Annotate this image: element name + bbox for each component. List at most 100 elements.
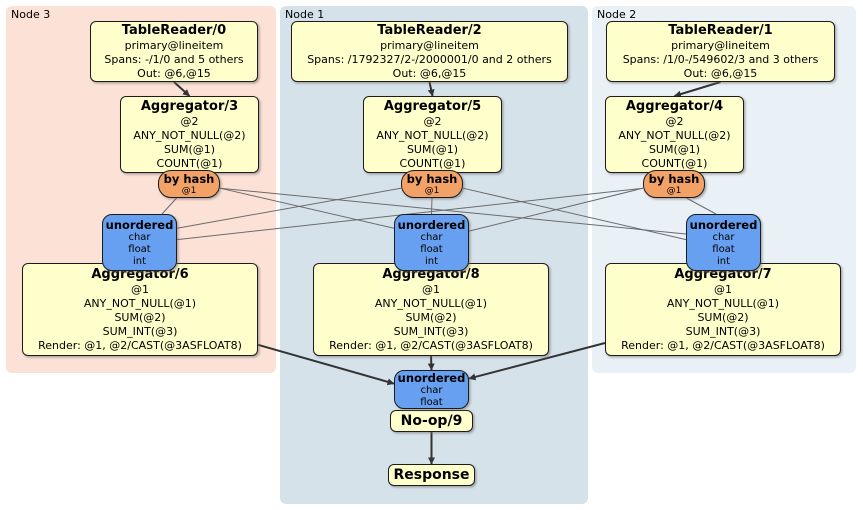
- processor-noop-9: No-op/9: [390, 410, 473, 432]
- node-line: SUM(@1): [648, 142, 701, 156]
- edge-tr2-agg5: [427, 81, 435, 97]
- node-line: @2: [180, 114, 199, 128]
- node-line: primary@lineitem: [124, 38, 224, 52]
- router-by-hash-node3: by hash @1: [158, 170, 220, 198]
- edge-byhash4-uno1: [468, 187, 644, 232]
- sync-unordered-node2: unordered char float int: [686, 214, 761, 271]
- node-line: ANY_NOT_NULL(@1): [83, 296, 197, 310]
- edge-byhash3-uno1: [219, 187, 395, 229]
- region-node3-label: Node 3: [11, 8, 51, 21]
- region-node2-label: Node 2: [597, 8, 637, 21]
- node-line: ANY_NOT_NULL(@2): [618, 128, 731, 142]
- processor-tablereader-1: TableReader/1 primary@lineitem Spans: /1…: [606, 21, 835, 82]
- node-line: Render: @1, @2/CAST(@3ASFLOAT8): [329, 338, 533, 352]
- edge-tr0-agg3: [173, 81, 191, 97]
- node-line: COUNT(@1): [641, 156, 708, 170]
- node-line: Out: @6,@15: [683, 66, 758, 80]
- node-line: Render: @1, @2/CAST(@3ASFLOAT8): [38, 338, 242, 352]
- processor-aggregator-6: Aggregator/6 @1 ANY_NOT_NULL(@1) SUM(@2)…: [22, 263, 258, 356]
- node-line: Spans: /1/0-/549602/3 and 3 others: [622, 52, 819, 66]
- node-title: Aggregator/5: [383, 98, 482, 114]
- node-line: int: [132, 255, 147, 267]
- edge-tr1-agg4: [674, 81, 721, 98]
- node-line: float: [420, 243, 443, 255]
- edge-byhash5-uno2: [462, 187, 687, 241]
- node-line: Spans: /1792327/2-/2000001/0 and 2 other…: [307, 52, 552, 66]
- edge-byhash3-uno2: [219, 187, 687, 235]
- node-title: Response: [393, 467, 470, 483]
- node-line: SUM_INT(@3): [685, 324, 761, 338]
- edge-byhash4-uno3: [176, 187, 644, 241]
- node-line: SUM_INT(@3): [102, 324, 178, 338]
- node-line: char: [712, 231, 735, 243]
- processor-aggregator-5: Aggregator/5 @2 ANY_NOT_NULL(@2) SUM(@1)…: [363, 96, 502, 173]
- edge-agg7-unoF: [468, 342, 606, 381]
- router-by-hash-node2: by hash @1: [643, 170, 705, 198]
- node-title: TableReader/0: [121, 22, 227, 38]
- node-line: SUM(@2): [114, 310, 166, 324]
- processor-aggregator-8: Aggregator/8 @1 ANY_NOT_NULL(@1) SUM(@2)…: [313, 263, 549, 356]
- node-title: unordered: [105, 217, 174, 232]
- node-line: primary@lineitem: [380, 38, 479, 52]
- node-line: int: [424, 255, 439, 267]
- processor-aggregator-4: Aggregator/4 @2 ANY_NOT_NULL(@2) SUM(@1)…: [605, 96, 744, 173]
- node-line: float: [712, 243, 735, 255]
- node-line: SUM(@1): [406, 142, 459, 156]
- node-title: Aggregator/3: [140, 98, 239, 114]
- node-title: unordered: [397, 217, 466, 232]
- node-line: Spans: -/1/0 and 5 others: [104, 52, 244, 66]
- node-title: by hash: [163, 171, 215, 186]
- node-line: float: [128, 243, 151, 255]
- node-title: No-op/9: [400, 413, 463, 429]
- router-by-hash-node1: by hash @1: [401, 170, 463, 198]
- sync-unordered-node3: unordered char float int: [102, 214, 177, 271]
- node-line: Out: @6,@15: [392, 66, 467, 80]
- node-line: Render: @1, @2/CAST(@3ASFLOAT8): [621, 338, 825, 352]
- node-title: by hash: [406, 171, 458, 186]
- region-node1-label: Node 1: [285, 8, 325, 21]
- node-line: int: [716, 255, 731, 267]
- node-title: TableReader/1: [668, 22, 773, 38]
- node-title: Aggregator/4: [625, 98, 724, 114]
- node-title: unordered: [397, 370, 466, 385]
- node-line: @1: [666, 185, 682, 196]
- node-line: @1: [714, 282, 732, 296]
- node-line: COUNT(@1): [399, 156, 466, 170]
- edge-byhash4-uno2: [686, 197, 717, 215]
- edge-byhash3-uno3: [161, 197, 177, 215]
- edge-byhash5-uno3: [176, 187, 402, 229]
- node-title: TableReader/2: [377, 22, 482, 38]
- node-line: float: [420, 396, 443, 408]
- node-line: @1: [424, 185, 440, 196]
- node-line: COUNT(@1): [156, 156, 223, 170]
- node-title: unordered: [689, 217, 758, 232]
- processor-tablereader-2: TableReader/2 primary@lineitem Spans: /1…: [291, 21, 568, 82]
- edge-agg8-unoF: [427, 355, 435, 371]
- node-line: @1: [131, 282, 149, 296]
- node-title: by hash: [648, 171, 700, 186]
- node-line: @2: [665, 114, 684, 128]
- edge-agg6-unoF: [257, 343, 395, 386]
- processor-aggregator-7: Aggregator/7 @1 ANY_NOT_NULL(@1) SUM(@2)…: [605, 263, 841, 356]
- node-line: SUM(@2): [697, 310, 749, 324]
- node-line: ANY_NOT_NULL(@2): [133, 128, 246, 142]
- node-line: char: [128, 231, 151, 243]
- node-line: char: [420, 231, 443, 243]
- node-line: ANY_NOT_NULL(@1): [374, 296, 488, 310]
- node-line: @1: [422, 282, 440, 296]
- node-line: ANY_NOT_NULL(@2): [376, 128, 489, 142]
- node-line: @2: [423, 114, 442, 128]
- node-line: char: [420, 384, 443, 396]
- sync-unordered-node1: unordered char float int: [394, 214, 469, 271]
- node-line: primary@lineitem: [671, 38, 770, 52]
- node-line: ANY_NOT_NULL(@1): [666, 296, 780, 310]
- processor-tablereader-0: TableReader/0 primary@lineitem Spans: -/…: [90, 21, 258, 82]
- node-line: SUM(@1): [163, 142, 216, 156]
- sync-unordered-final: unordered char float: [394, 370, 469, 409]
- response-box: Response: [388, 464, 475, 486]
- processor-aggregator-3: Aggregator/3 @2 ANY_NOT_NULL(@2) SUM(@1)…: [120, 96, 259, 173]
- node-line: SUM(@2): [405, 310, 457, 324]
- node-line: Out: @6,@15: [137, 66, 211, 80]
